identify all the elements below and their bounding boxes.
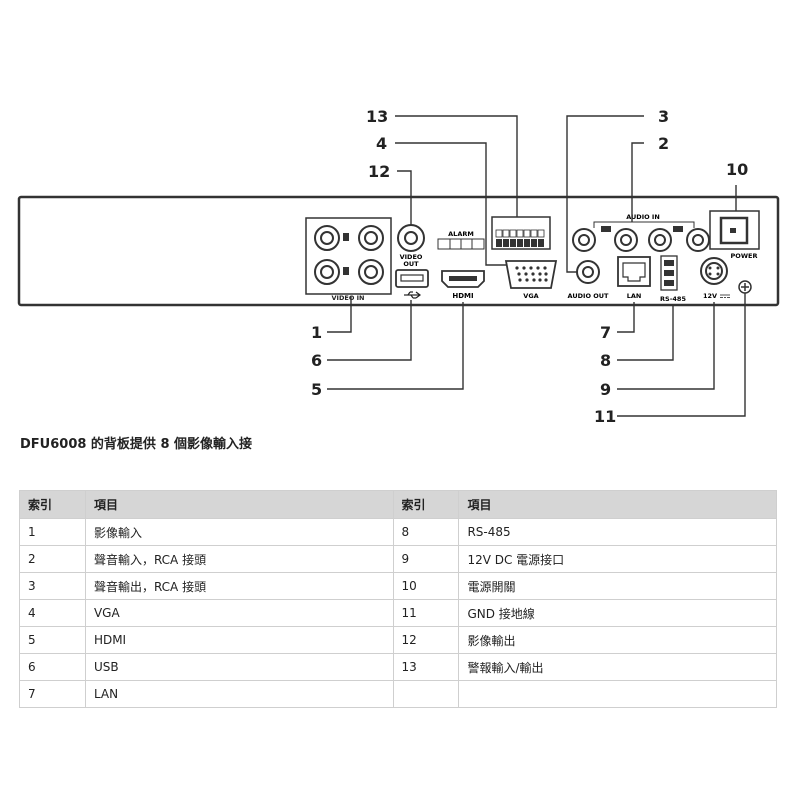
- header-index-left: 索引: [19, 490, 86, 519]
- table-row: 3 聲音輸出，RCA 接頭 10 電源開關: [19, 572, 777, 600]
- audio-in-label: AUDIO IN: [626, 213, 660, 221]
- table-cell: [458, 680, 777, 708]
- table-row: 7 LAN: [19, 680, 777, 708]
- header-item-left: 項目: [84, 490, 394, 519]
- table-cell: 10: [392, 572, 460, 600]
- table-cell: HDMI: [84, 626, 394, 654]
- callout-5: 5: [311, 380, 322, 399]
- alarm-label: ALARM: [448, 230, 474, 238]
- callout-12: 12: [368, 162, 390, 181]
- power-label: POWER: [731, 252, 758, 260]
- table-cell: RS-485: [458, 518, 777, 546]
- power-switch: [709, 210, 760, 250]
- callout-9: 9: [600, 380, 611, 399]
- table-cell: 4: [19, 599, 86, 627]
- table-row: 1 影像輸入 8 RS-485: [19, 518, 777, 546]
- alarm-terminal-block: [491, 216, 551, 250]
- table-cell: 影像輸出: [458, 626, 777, 654]
- table-row: 5 HDMI 12 影像輸出: [19, 626, 777, 654]
- callout-4: 4: [376, 134, 387, 153]
- lan-port: [617, 256, 651, 287]
- table-cell: 3: [19, 572, 86, 600]
- callout-11: 11: [594, 407, 616, 426]
- table-cell: 聲音輸入，RCA 接頭: [84, 545, 394, 573]
- callout-1: 1: [311, 323, 322, 342]
- callout-2: 2: [658, 134, 669, 153]
- alarm-strip: [437, 238, 485, 250]
- vga-port: [504, 260, 558, 289]
- hdmi-port: [441, 270, 485, 288]
- header-item-right: 項目: [458, 490, 777, 519]
- dc-12v-connector: [700, 257, 728, 285]
- table-cell: USB: [84, 653, 394, 681]
- dc-symbol-icon: [720, 294, 730, 298]
- table-cell: LAN: [84, 680, 394, 708]
- table-cell: 13: [392, 653, 460, 681]
- table-row: 6 USB 13 警報輸入/輸出: [19, 653, 777, 681]
- lan-label: LAN: [627, 292, 642, 300]
- rs485-label: RS-485: [660, 295, 686, 303]
- vga-label: VGA: [523, 292, 538, 300]
- video-out-label-2: OUT: [403, 260, 419, 268]
- table-cell: 2: [19, 545, 86, 573]
- usb-port: [395, 269, 429, 288]
- callout-6: 6: [311, 351, 322, 370]
- leader-lines: [327, 115, 746, 417]
- header-index-right: 索引: [392, 490, 460, 519]
- table-cell: 影像輸入: [84, 518, 394, 546]
- table-cell: 6: [19, 653, 86, 681]
- table-cell: 9: [392, 545, 460, 573]
- hdmi-label: HDMI: [452, 292, 473, 300]
- table-cell: 12: [392, 626, 460, 654]
- audio-out-label: AUDIO OUT: [568, 292, 610, 300]
- table-cell: 1: [19, 518, 86, 546]
- audio-in-connectors: [572, 228, 710, 252]
- table-cell: GND 接地線: [458, 599, 777, 627]
- video-in-connectors: [305, 217, 392, 295]
- usb-icon: [404, 291, 421, 299]
- table-cell: 11: [392, 599, 460, 627]
- table-cell: 5: [19, 626, 86, 654]
- table-cell: 電源開關: [458, 572, 777, 600]
- video-out-label-1: VIDEO: [400, 253, 423, 261]
- video-in-label: VIDEO IN: [332, 294, 365, 302]
- table-cell: 聲音輸出，RCA 接頭: [84, 572, 394, 600]
- ground-screw: [738, 280, 752, 294]
- table-cell: VGA: [84, 599, 394, 627]
- diagram-caption: DFU6008 的背板提供 8 個影像輸入接: [20, 437, 253, 452]
- dc-12v-label: 12V: [703, 292, 717, 300]
- video-out-connector: [397, 224, 425, 252]
- table-cell: 8: [392, 518, 460, 546]
- audio-in-bracket: [593, 221, 695, 228]
- table-cell: 12V DC 電源接口: [458, 545, 777, 573]
- callout-7: 7: [600, 323, 611, 342]
- rs485-terminal: [660, 255, 678, 291]
- connector-legend-table: 索引 項目 索引 項目 1 影像輸入 8 RS-485 2 聲音輸入，RCA 接…: [19, 490, 777, 708]
- table-row: 2 聲音輸入，RCA 接頭 9 12V DC 電源接口: [19, 545, 777, 573]
- table-cell: [392, 680, 460, 708]
- callout-10: 10: [726, 160, 748, 179]
- table-row: 4 VGA 11 GND 接地線: [19, 599, 777, 627]
- audio-out-connector: [576, 260, 600, 284]
- callout-13: 13: [366, 107, 388, 126]
- table-header-row: 索引 項目 索引 項目: [19, 490, 777, 519]
- table-cell: 警報輸入/輸出: [458, 653, 777, 681]
- callout-8: 8: [600, 351, 611, 370]
- rear-panel-diagram: VIDEO IN VIDEO OUT ALARM HDMI: [17, 107, 780, 426]
- table-cell: 7: [19, 680, 86, 708]
- callout-3: 3: [658, 107, 669, 126]
